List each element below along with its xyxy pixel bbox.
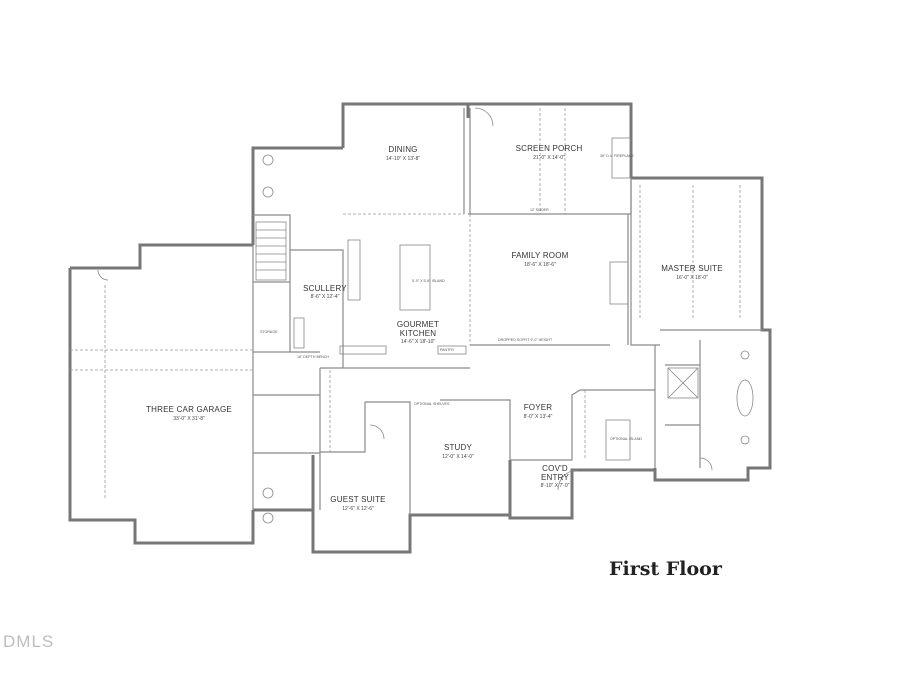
dashed-lines	[70, 108, 741, 500]
door-arc-1	[474, 107, 494, 127]
room-labels: DINING 14'-10" X 13'-8" SCREEN PORCH 21'…	[146, 144, 723, 512]
room-dim-scullery: 8'-6" X 12'-4"	[311, 294, 340, 300]
note-bench: 18" DEPTH BENCH	[297, 355, 329, 359]
note-optional-island: OPTIONAL ISLAND	[610, 437, 642, 441]
kitchen-bar	[339, 345, 387, 355]
room-name-dining: DINING	[388, 145, 417, 154]
scullery-counter	[347, 239, 361, 301]
stairs	[255, 221, 287, 281]
room-name-garage: THREE CAR GARAGE	[146, 405, 232, 414]
room-name-entry: ENTRY	[541, 473, 569, 482]
room-name-guest-suite: GUEST SUITE	[330, 495, 385, 504]
master-tub	[736, 379, 754, 417]
room-name-family-room: FAMILY ROOM	[511, 251, 568, 260]
room-dim-guest-suite: 12'-6" X 12'-6"	[342, 506, 374, 512]
room-dim-kitchen: 14'-6" X 18'-10"	[401, 339, 436, 345]
scullery-counter-2	[293, 317, 305, 349]
toilet-1	[262, 154, 274, 166]
mls-watermark: DMLS	[3, 632, 55, 651]
room-dim-entry: 8'-10" X 7'-0"	[541, 483, 570, 489]
room-name-scullery: SCULLERY	[303, 284, 347, 293]
door-arc-3	[369, 424, 385, 440]
room-dim-screen-porch: 21'-0" X 14'-0"	[533, 155, 565, 161]
note-fireplace: 36" D.V. FIREPLACE	[600, 154, 635, 158]
porch-fireplace	[611, 137, 631, 179]
room-name-study: STUDY	[444, 443, 473, 452]
room-name-covd: COV'D	[542, 464, 568, 473]
note-storage: STORAGE	[260, 330, 278, 334]
master-shower	[667, 367, 699, 399]
door-arc-2	[97, 269, 109, 281]
room-name-kitchen: KITCHEN	[400, 329, 437, 338]
floor-title: First Floor	[609, 558, 722, 580]
door-arc-5	[699, 457, 713, 471]
room-dim-dining: 14'-10" X 13'-8"	[386, 156, 421, 162]
room-dim-foyer: 8'-0" X 13'-4"	[524, 414, 553, 420]
notes: 36" D.V. FIREPLACE 5'-0" X 5'-8" ISLAND …	[260, 154, 642, 441]
room-name-master-suite: MASTER SUITE	[661, 264, 723, 273]
sink-4	[740, 435, 750, 445]
room-dim-garage: 33'-0" X 31'-8"	[173, 416, 205, 422]
note-optional-shelves: OPTIONAL SHELVES	[414, 402, 450, 406]
note-dropped-soffit: DROPPED SOFFIT 9'-0" HEIGHT	[498, 338, 553, 342]
fixtures	[97, 107, 754, 524]
room-name-screen-porch: SCREEN PORCH	[516, 144, 583, 153]
room-name-foyer: FOYER	[524, 403, 553, 412]
toilet-2	[262, 487, 274, 499]
optional-island	[605, 419, 631, 461]
note-island: 5'-0" X 5'-8" ISLAND	[412, 279, 445, 283]
family-fireplace	[609, 261, 629, 305]
sink-2	[262, 512, 274, 524]
room-name-gourmet: GOURMET	[397, 320, 439, 329]
kitchen-island	[399, 244, 431, 311]
note-pantry: PANTRY	[440, 348, 455, 352]
sink-1	[262, 186, 274, 198]
room-dim-master-suite: 16'-0" X 18'-0"	[676, 275, 708, 281]
door-arc-4	[557, 469, 579, 491]
note-slider: 12' SLIDER	[530, 208, 549, 212]
interior-walls	[252, 108, 762, 515]
pantry-cabinets	[437, 345, 467, 355]
room-dim-family-room: 18'-6" X 18'-6"	[524, 262, 556, 268]
exterior-walls	[68, 102, 772, 554]
sink-3	[740, 350, 750, 360]
room-dim-study: 12'-0" X 14'-0"	[442, 454, 474, 460]
